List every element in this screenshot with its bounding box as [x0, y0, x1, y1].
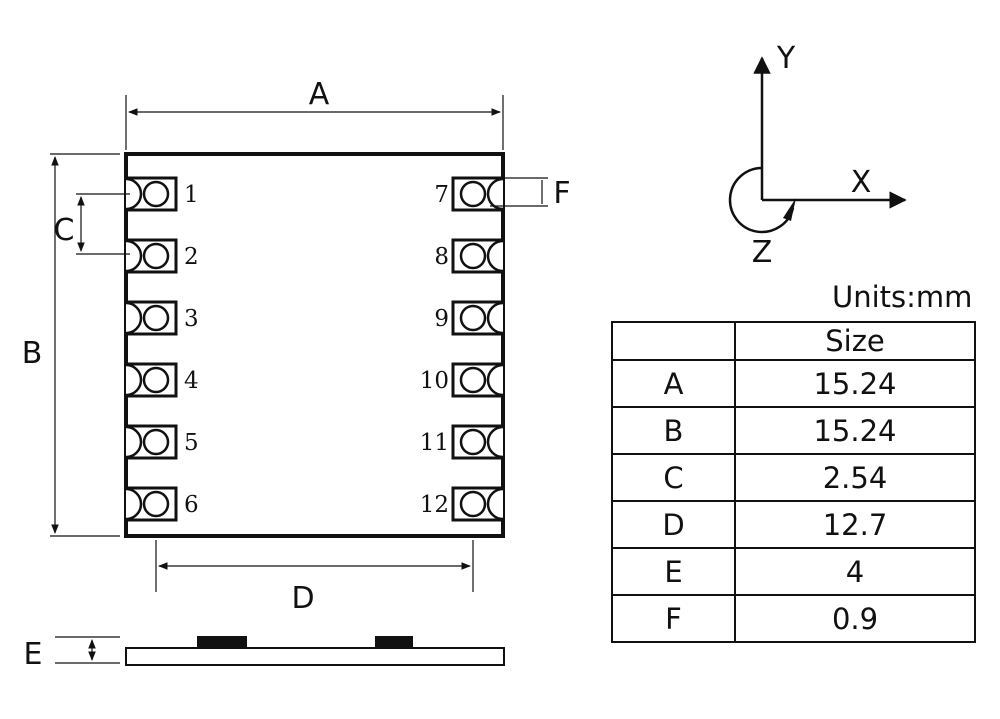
dimension-b: B: [22, 153, 120, 537]
table-row: C 2.54: [611, 453, 976, 502]
row-value: 15.24: [734, 406, 976, 455]
row-label: D: [611, 500, 736, 549]
table-row: F 0.9: [611, 594, 976, 643]
row-label: A: [611, 359, 736, 408]
pad: [451, 176, 504, 212]
pin-label: 10: [420, 368, 449, 394]
pad: [125, 486, 178, 522]
pad: [125, 362, 178, 398]
dimension-a-label: A: [309, 77, 330, 112]
dimension-b-label: B: [22, 336, 43, 371]
row-value: 2.54: [734, 453, 976, 502]
row-label: E: [611, 547, 736, 596]
side-pad-right: [375, 636, 413, 648]
dimension-f-label: F: [553, 176, 570, 211]
row-value: 12.7: [734, 500, 976, 549]
pad: [451, 424, 504, 460]
axis-indicator: Y X Z: [728, 41, 907, 270]
pad: [451, 238, 504, 274]
pin-label: 1: [184, 182, 199, 208]
z-rotation-arrowhead: [783, 198, 796, 221]
row-value: 15.24: [734, 359, 976, 408]
table-header-empty: [611, 321, 736, 361]
module-side-view: [125, 636, 505, 666]
dimension-e-label: E: [24, 637, 43, 672]
row-value: 0.9: [734, 594, 976, 643]
y-axis-label: Y: [776, 41, 796, 76]
pin-label: 2: [184, 244, 199, 270]
z-axis-label: Z: [752, 235, 773, 270]
pin-label: 5: [184, 430, 199, 456]
dimension-e: E: [24, 636, 120, 672]
pin-label: 8: [434, 244, 449, 270]
left-pad-group: [125, 176, 178, 522]
pin-label: 3: [184, 306, 199, 332]
pad: [451, 362, 504, 398]
pin-label: 6: [184, 492, 199, 518]
table-row: E 4: [611, 547, 976, 596]
x-axis-label: X: [851, 165, 872, 200]
left-pin-label-group: 1 2 3 4 5 6: [184, 182, 199, 518]
table-header-size: Size: [734, 321, 976, 361]
pad: [451, 486, 504, 522]
pin-label: 4: [184, 368, 199, 394]
row-label: B: [611, 406, 736, 455]
table-row: A 15.24: [611, 359, 976, 408]
right-pin-label-group: 7 8 9 10 11 12: [420, 182, 449, 518]
right-pad-group: [451, 176, 504, 522]
dimension-f: F: [490, 176, 571, 211]
row-value: 4: [734, 547, 976, 596]
dimension-d: D: [155, 540, 474, 616]
dimension-d-label: D: [291, 581, 314, 616]
pin-label: 11: [420, 430, 449, 456]
pin-label: 12: [420, 492, 449, 518]
pad: [451, 300, 504, 336]
pin-label: 7: [434, 182, 449, 208]
module-body: [124, 152, 505, 538]
side-pad-left: [197, 636, 247, 648]
table-row: B 15.24: [611, 406, 976, 455]
pad: [125, 238, 178, 274]
pad: [125, 424, 178, 460]
pad: [125, 176, 178, 212]
pin-label: 9: [434, 306, 449, 332]
row-label: F: [611, 594, 736, 643]
z-rotation-arc: [728, 166, 795, 234]
dimension-c: C: [54, 193, 130, 255]
table-row: D 12.7: [611, 500, 976, 549]
row-label: C: [611, 453, 736, 502]
table-header-row: Size: [611, 321, 976, 361]
dimension-a: A: [125, 77, 504, 150]
side-board: [125, 647, 505, 666]
size-table: Size A 15.24 B 15.24 C 2.54 D 12.7 E 4 F…: [611, 321, 976, 643]
pad: [125, 300, 178, 336]
units-label: Units:mm: [832, 280, 973, 314]
dimension-c-label: C: [54, 213, 75, 248]
